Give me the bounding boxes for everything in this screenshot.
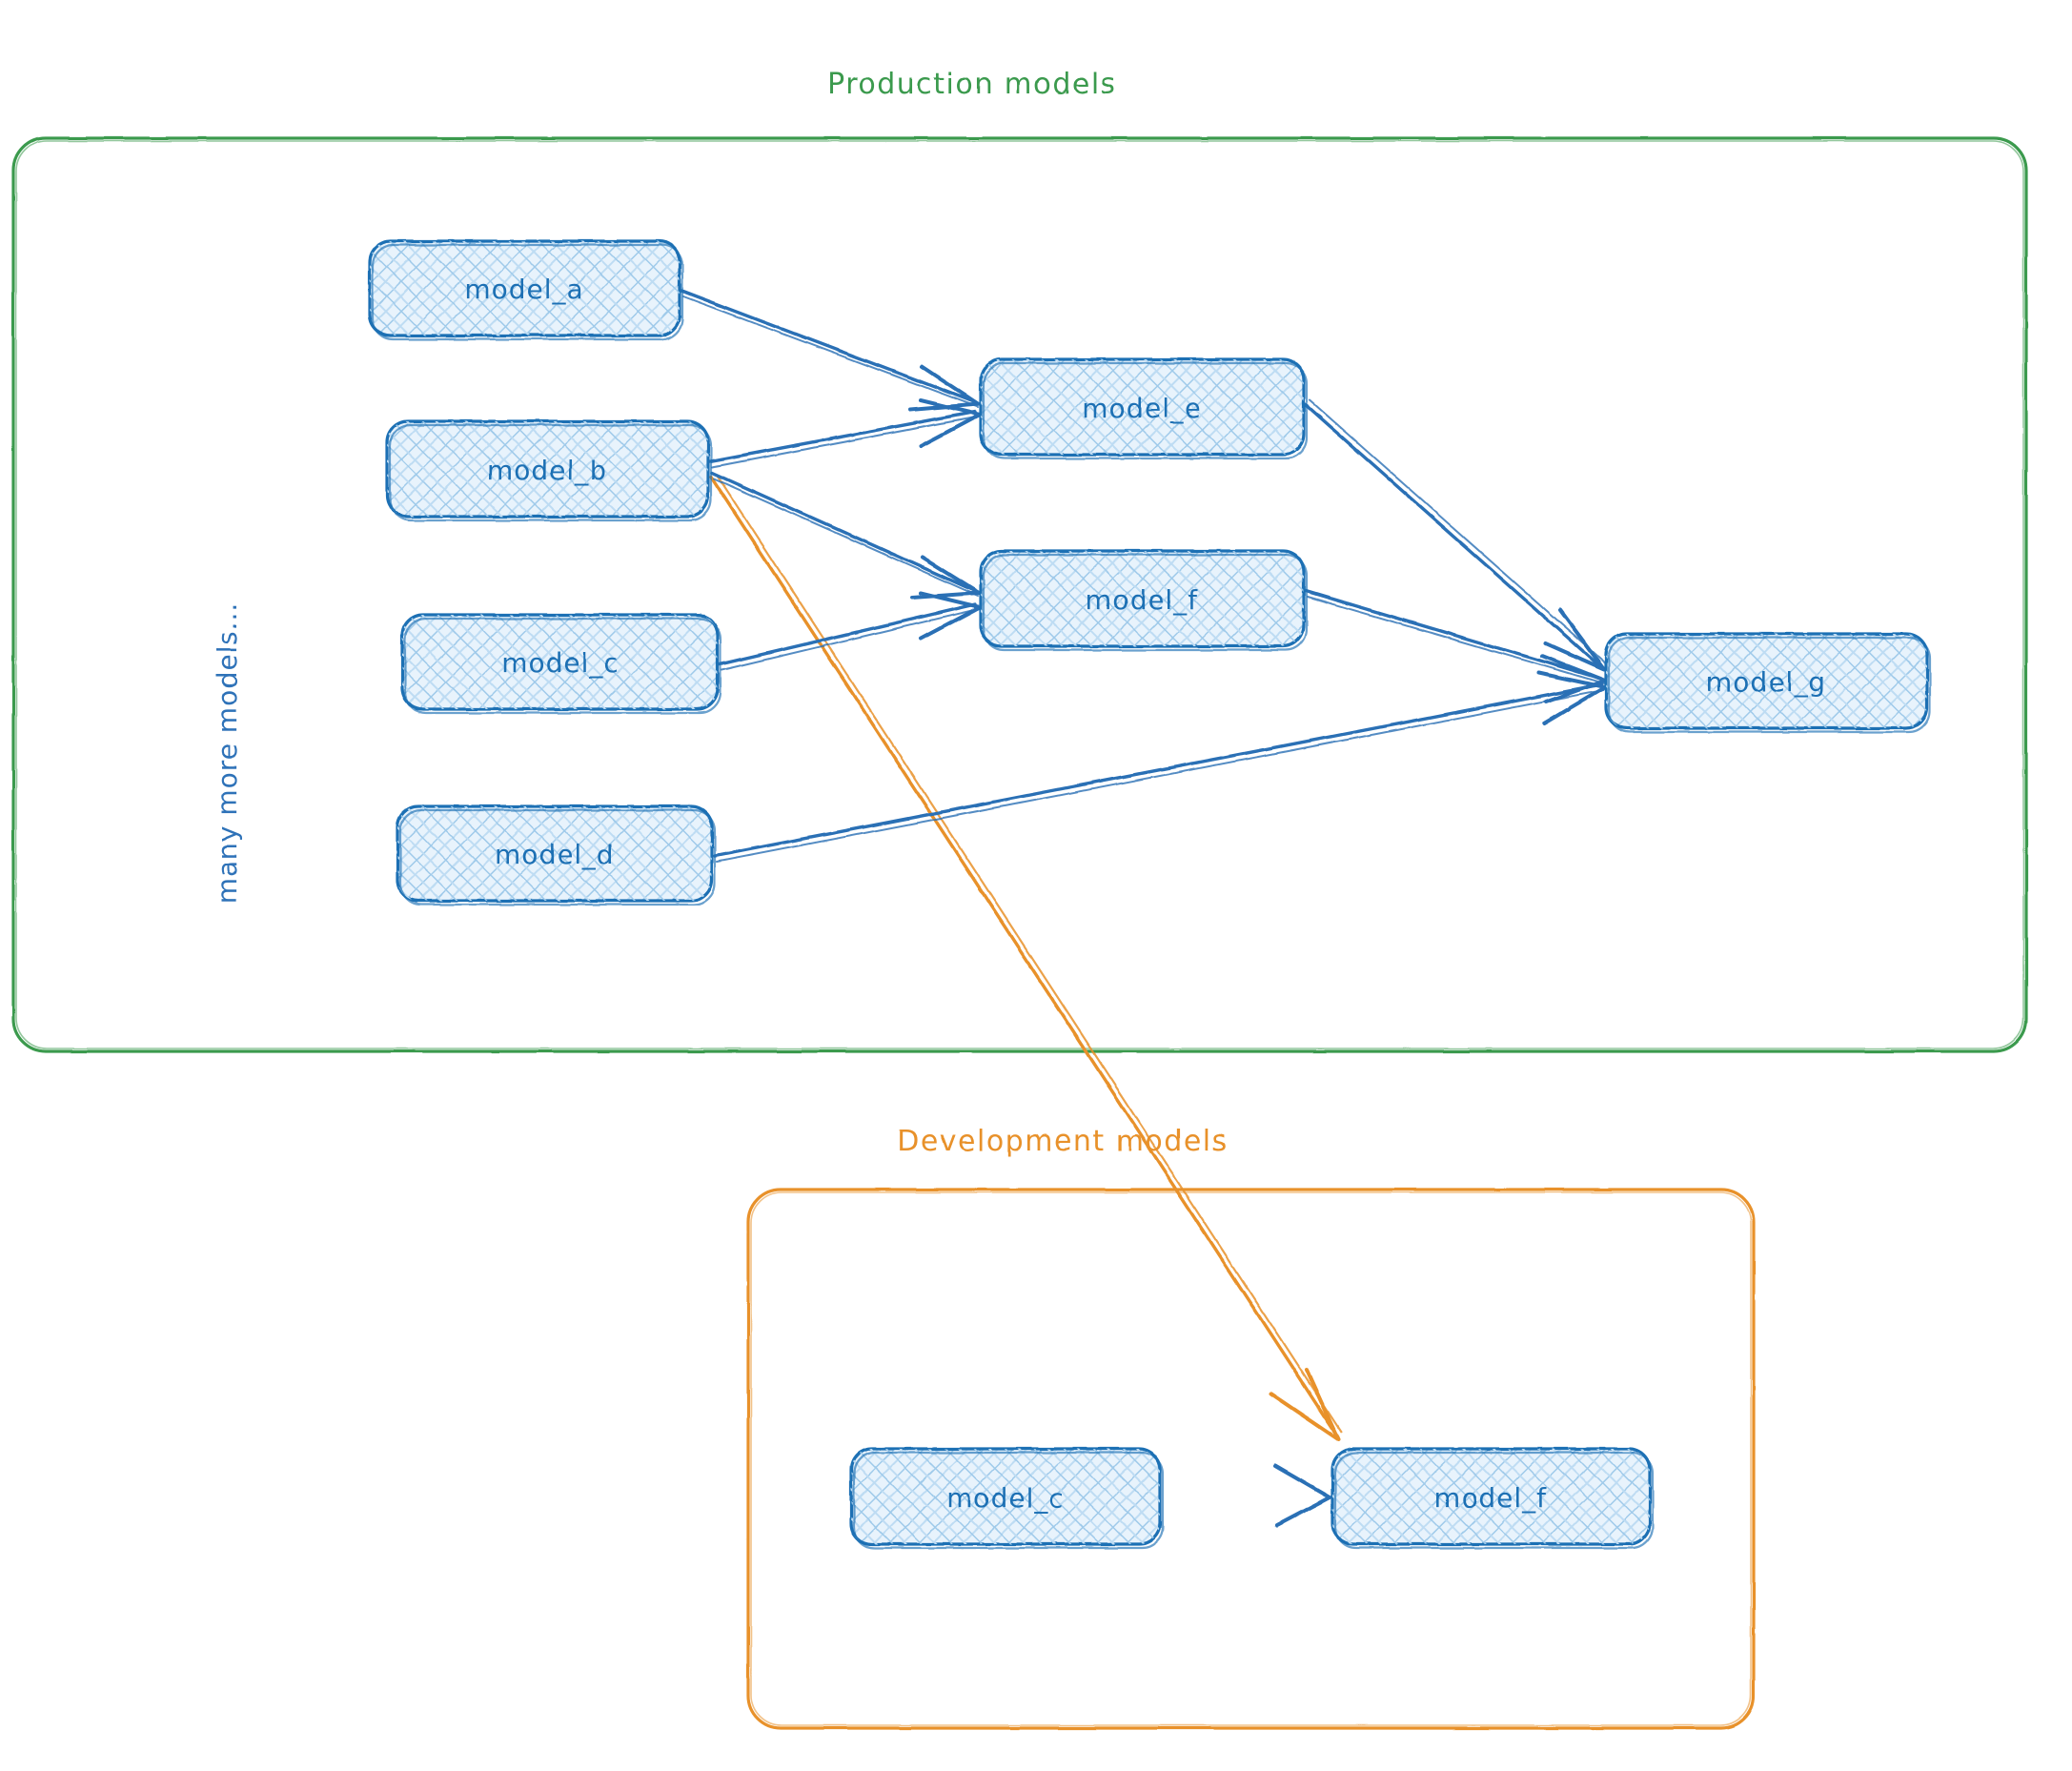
node-dev-model-f[interactable]: model_f [1331,1447,1655,1550]
edge-e-to-g [1304,399,1606,671]
node-label: model_c [946,1482,1065,1514]
node-prod-model-a[interactable]: model_a [368,239,684,341]
development-group-title: Development models [897,1125,1229,1158]
node-label: model_a [464,274,583,305]
node-label: model_f [1434,1482,1547,1514]
node-label: model_g [1706,666,1826,698]
node-label: model_d [495,839,615,870]
node-label: model_b [487,455,607,486]
node-label: model_e [1082,393,1201,424]
edge-b-to-f [710,471,981,600]
node-label: model_c [501,647,620,679]
node-prod-model-e[interactable]: model_e [979,357,1309,460]
edge-d-to-g [713,671,1607,863]
development-group-container [746,1188,1756,1730]
node-label: model_f [1086,584,1198,616]
node-prod-model-c[interactable]: model_c [400,613,722,715]
edge-f-to-g [1304,589,1607,703]
svg-text:many more models...: many more models... [212,602,243,905]
edge-devc-to-devf [1163,1464,1331,1527]
node-prod-model-d[interactable]: model_d [396,804,717,906]
node-prod-model-f[interactable]: model_f [979,549,1309,652]
edge-b-to-e [708,398,982,468]
node-prod-model-b[interactable]: model_b [385,419,713,522]
edge-a-to-e [680,289,980,412]
node-prod-model-g[interactable]: model_g [1604,632,1932,734]
edge-prodb-to-devf [709,473,1343,1441]
node-dev-model-c[interactable]: model_c [849,1447,1165,1550]
production-group-container [11,136,2028,1053]
edge-c-to-f [718,591,982,671]
production-group-title: Production models [827,68,1117,101]
many-more-models-note: many more models... [212,602,243,905]
